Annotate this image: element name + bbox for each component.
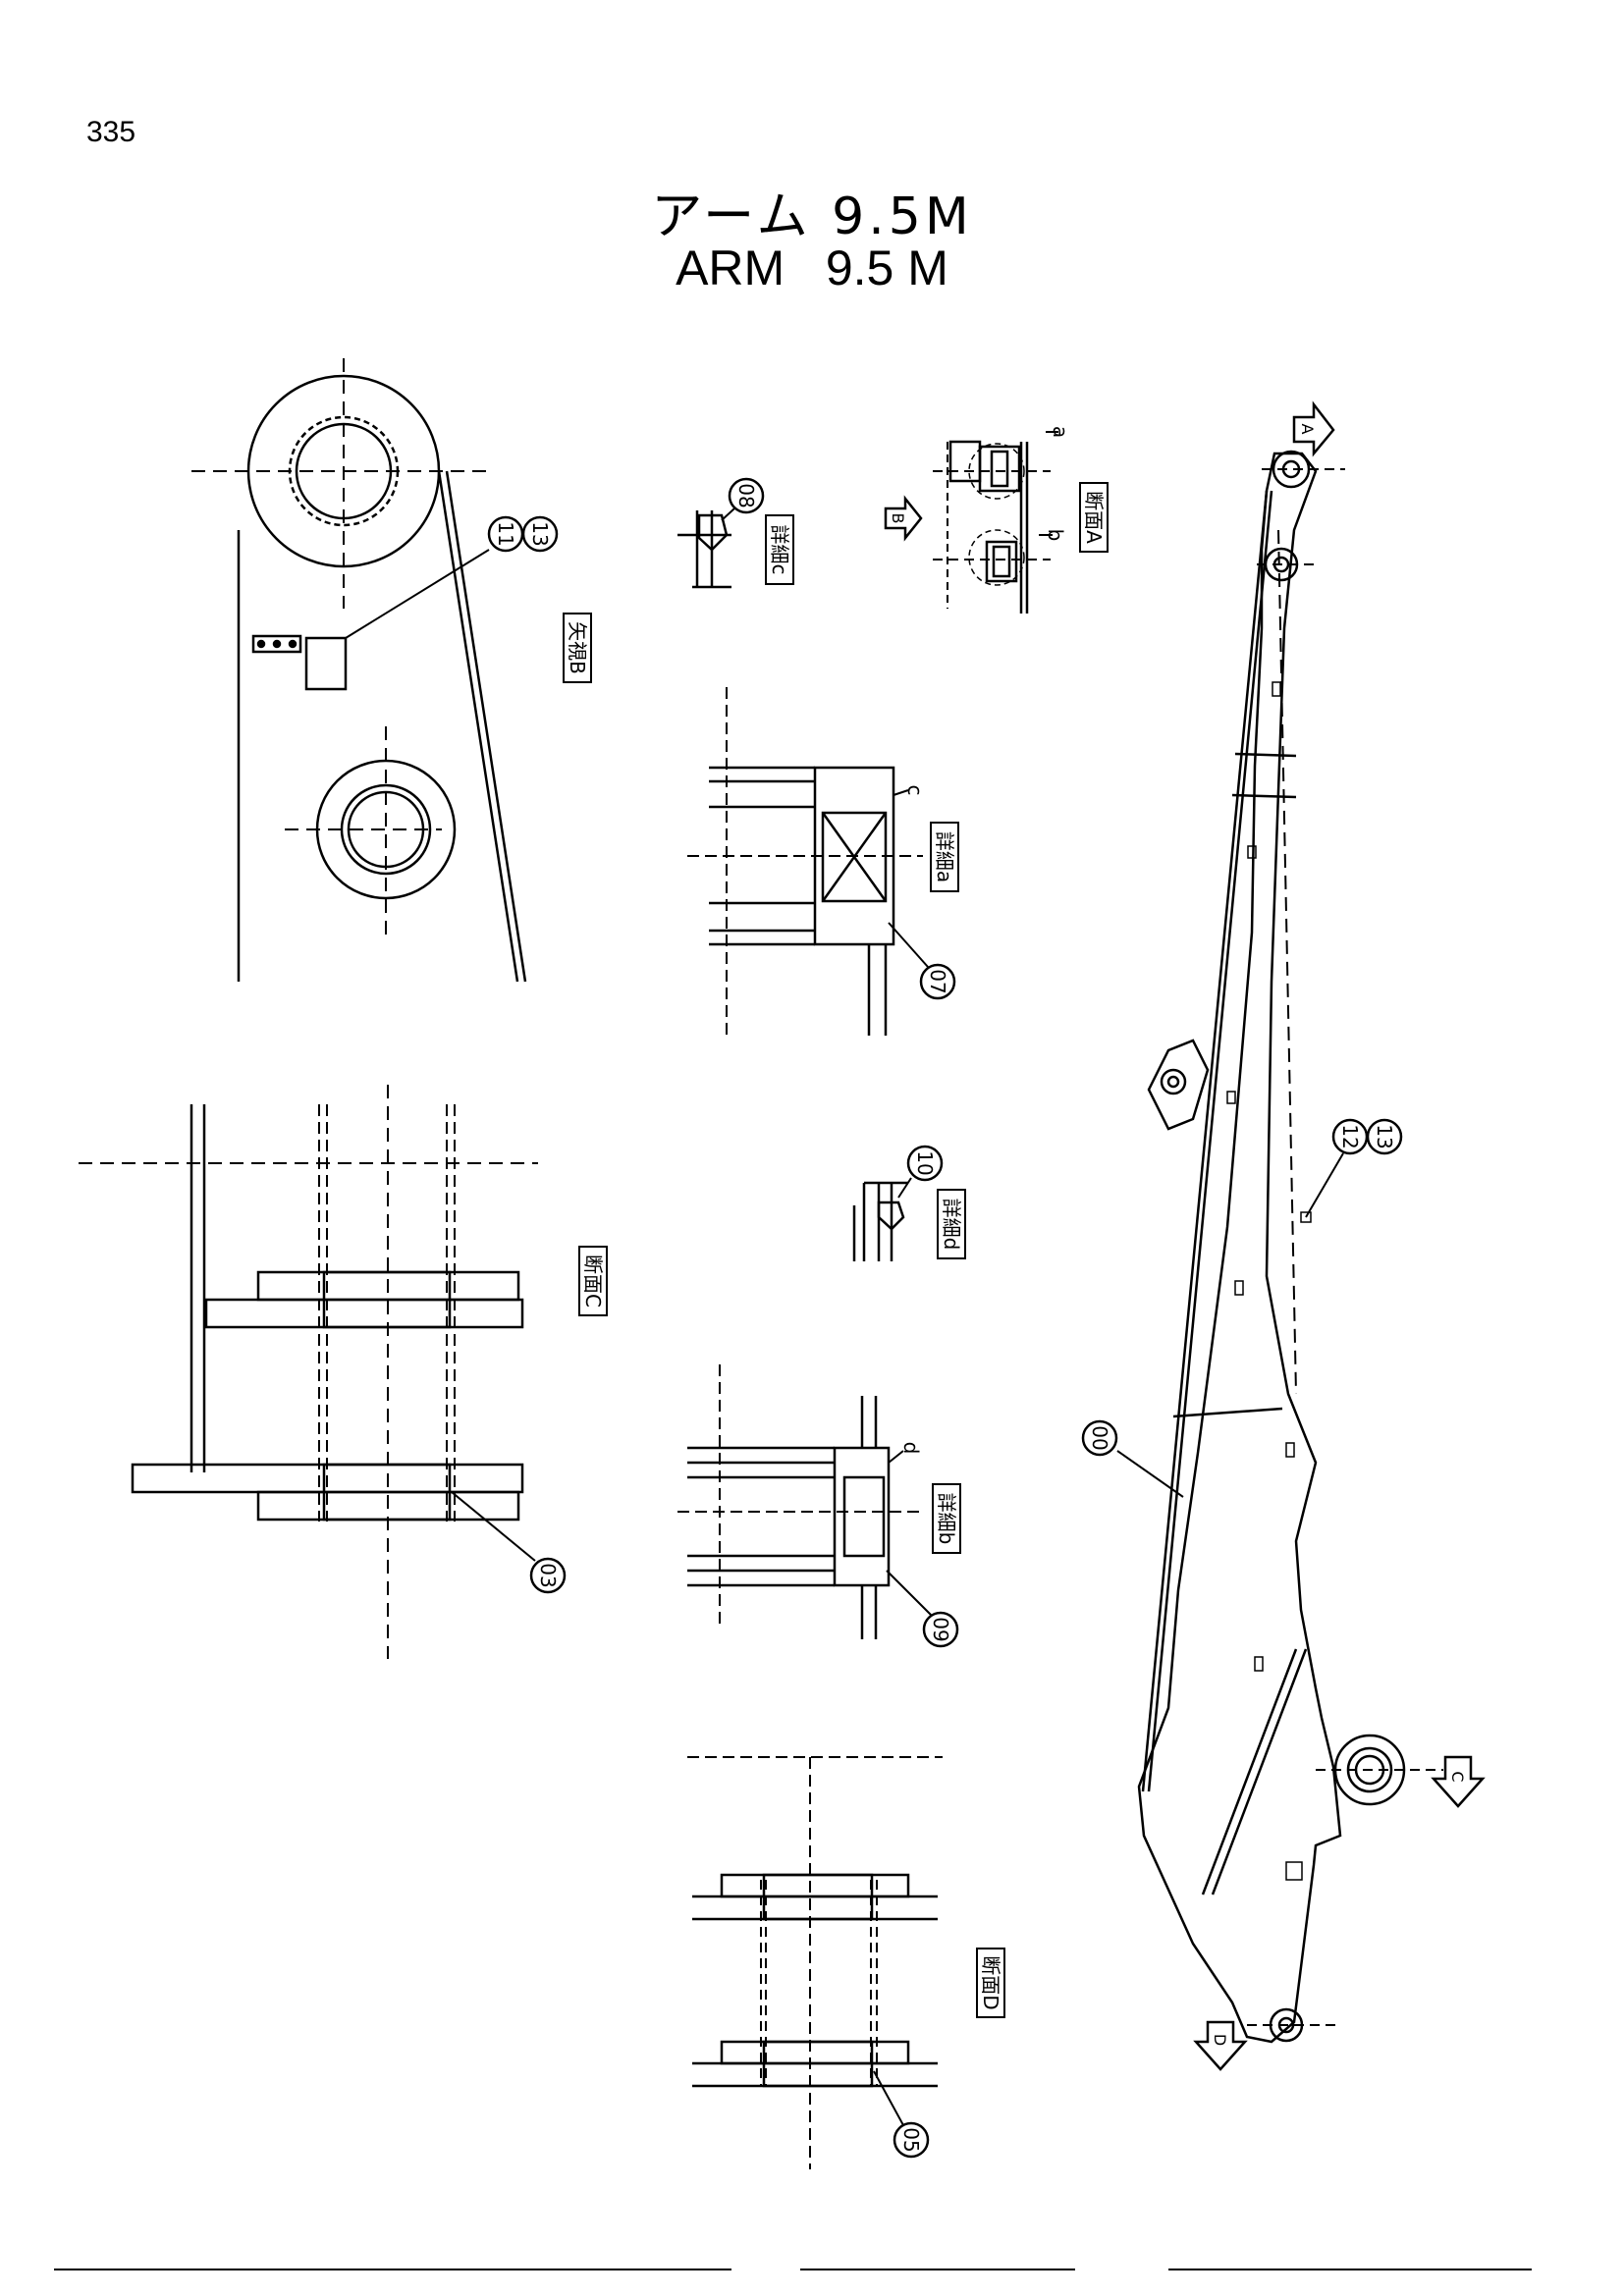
svg-text:断面D: 断面D: [979, 1955, 1002, 2009]
section-marker-b: B: [884, 495, 923, 542]
svg-text:b: b: [1044, 529, 1067, 542]
section-c-label: 断面C: [578, 1246, 608, 1316]
section-marker-d: D: [1193, 2020, 1248, 2071]
svg-text:B: B: [889, 513, 907, 524]
svg-text:09: 09: [929, 1617, 952, 1641]
svg-text:A: A: [1298, 424, 1317, 435]
title-japanese: アーム 9.5M: [651, 187, 973, 246]
detail-c-label: 詳細c: [765, 514, 794, 585]
title-english: ARM 9.5 M: [676, 240, 948, 295]
detail-d-label: 詳細d: [937, 1189, 966, 1259]
svg-text:05: 05: [899, 2127, 923, 2152]
callout-09: 09: [922, 1611, 959, 1648]
detail-b-drawing: [677, 1364, 932, 1639]
detail-marker-c: c: [903, 785, 927, 796]
svg-text:a: a: [1049, 426, 1072, 438]
detail-a-drawing: [687, 687, 929, 1036]
svg-text:詳細a: 詳細a: [933, 831, 956, 882]
section-a-drawing: [933, 431, 1058, 614]
svg-text:断面C: 断面C: [581, 1255, 605, 1308]
svg-text:D: D: [1211, 2034, 1229, 2046]
detail-marker-d: d: [899, 1442, 923, 1455]
callout-13-arm: 13: [1366, 1118, 1403, 1155]
detail-marker-b: b: [1044, 529, 1067, 542]
callout-12: 12: [1331, 1118, 1369, 1155]
svg-text:詳細b: 詳細b: [935, 1493, 958, 1545]
svg-text:03: 03: [536, 1563, 560, 1587]
svg-text:11: 11: [494, 521, 517, 546]
detail-d-drawing: [852, 1177, 912, 1261]
callout-11: 11: [487, 515, 524, 553]
svg-text:13: 13: [528, 521, 552, 546]
svg-text:C: C: [1448, 1771, 1467, 1782]
svg-text:c: c: [903, 785, 927, 796]
section-marker-a: A: [1292, 400, 1335, 457]
section-marker-c: C: [1431, 1755, 1486, 1808]
callout-05: 05: [893, 2121, 930, 2159]
svg-text:詳細d: 詳細d: [940, 1199, 963, 1251]
callout-00: 00: [1081, 1419, 1118, 1457]
svg-text:07: 07: [926, 969, 949, 993]
detail-marker-a: a: [1049, 426, 1072, 438]
svg-text:13: 13: [1373, 1124, 1396, 1148]
callout-07: 07: [919, 963, 956, 1000]
svg-text:矢視B: 矢視B: [566, 621, 589, 674]
svg-text:12: 12: [1338, 1124, 1362, 1148]
callout-08: 08: [728, 477, 765, 514]
callout-10: 10: [906, 1145, 944, 1182]
svg-text:詳細c: 詳細c: [768, 525, 791, 575]
callout-13: 13: [521, 515, 559, 553]
section-a-label: 断面A: [1079, 482, 1109, 553]
svg-text:断面A: 断面A: [1082, 491, 1106, 544]
callout-03: 03: [529, 1557, 567, 1594]
view-b-label: 矢視B: [563, 613, 592, 683]
svg-text:d: d: [899, 1442, 923, 1455]
section-d-drawing: [687, 1756, 943, 2169]
section-d-label: 断面D: [976, 1948, 1005, 2018]
svg-text:08: 08: [734, 483, 758, 507]
view-b-drawing: [191, 358, 527, 983]
detail-b-label: 詳細b: [932, 1483, 961, 1554]
page-number: 335: [86, 116, 136, 148]
detail-a-label: 詳細a: [930, 822, 959, 892]
arm-elevation-drawing: [1116, 450, 1443, 2044]
detail-c-drawing: [677, 507, 735, 589]
svg-text:10: 10: [913, 1150, 937, 1175]
section-c-drawing: [79, 1085, 538, 1659]
svg-text:00: 00: [1088, 1425, 1111, 1450]
